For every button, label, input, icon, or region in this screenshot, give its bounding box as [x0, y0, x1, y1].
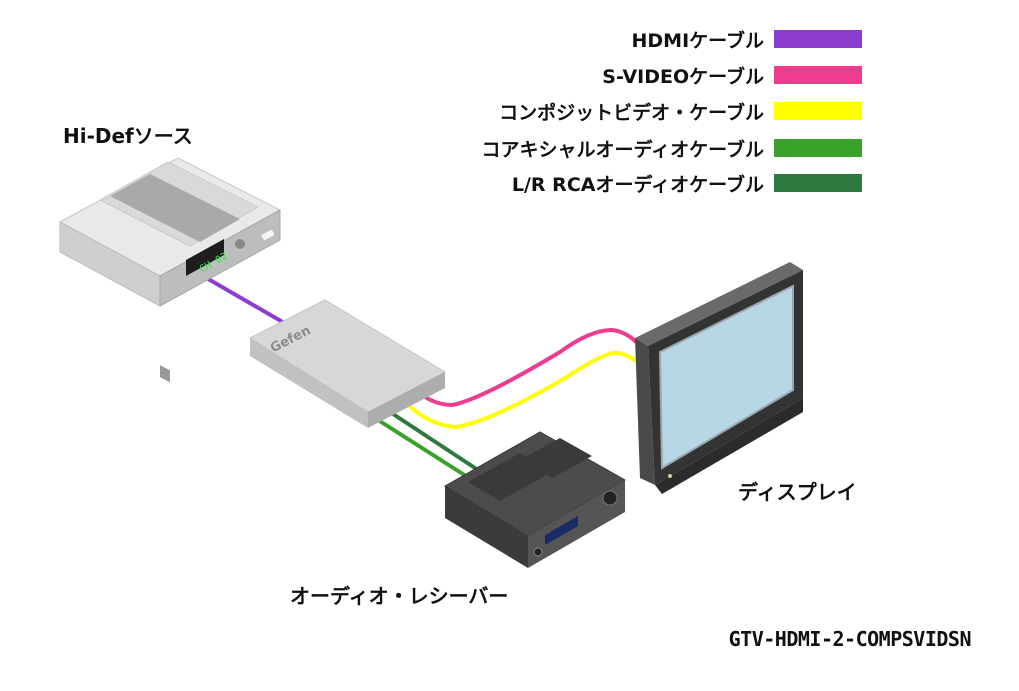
- composite-cable: [403, 350, 642, 430]
- coaxial-audio-cable: [376, 418, 468, 478]
- source-device: [58, 157, 282, 383]
- legend-coaxial: コアキシャルオーディオケーブル: [481, 137, 862, 161]
- legend-rca: L/R RCAオーディオケーブル: [511, 172, 862, 196]
- gefen-converter: [248, 299, 447, 428]
- legend-swatch-rca: [774, 174, 862, 192]
- audio-receiver: [444, 431, 627, 568]
- legend-composite: コンポジットビデオ・ケーブル: [499, 100, 862, 124]
- rca-audio-cable: [388, 410, 480, 472]
- display-label: ディスプレイ: [738, 480, 857, 504]
- legend-label: コンポジットビデオ・ケーブル: [499, 101, 764, 124]
- receiver-label: オーディオ・レシーバー: [290, 584, 509, 608]
- display-monitor: [635, 262, 803, 494]
- legend-s-video: S-VIDEOケーブル: [602, 64, 862, 88]
- model-code: GTV-HDMI-2-COMPSVIDSN: [728, 627, 972, 651]
- legend-label: L/R RCAオーディオケーブル: [511, 173, 764, 196]
- legend-swatch-s-video: [774, 66, 862, 84]
- legend-label: HDMIケーブル: [631, 29, 764, 52]
- legend-label: コアキシャルオーディオケーブル: [481, 138, 764, 161]
- legend-swatch-composite: [774, 102, 862, 120]
- s-video-cable: [408, 327, 642, 408]
- legend-swatch-coaxial: [774, 139, 862, 157]
- legend-hdmi: HDMIケーブル: [631, 28, 862, 52]
- legend-label: S-VIDEOケーブル: [602, 65, 764, 88]
- source-label: Hi-Defソース: [63, 124, 193, 148]
- legend-swatch-hdmi: [774, 30, 862, 48]
